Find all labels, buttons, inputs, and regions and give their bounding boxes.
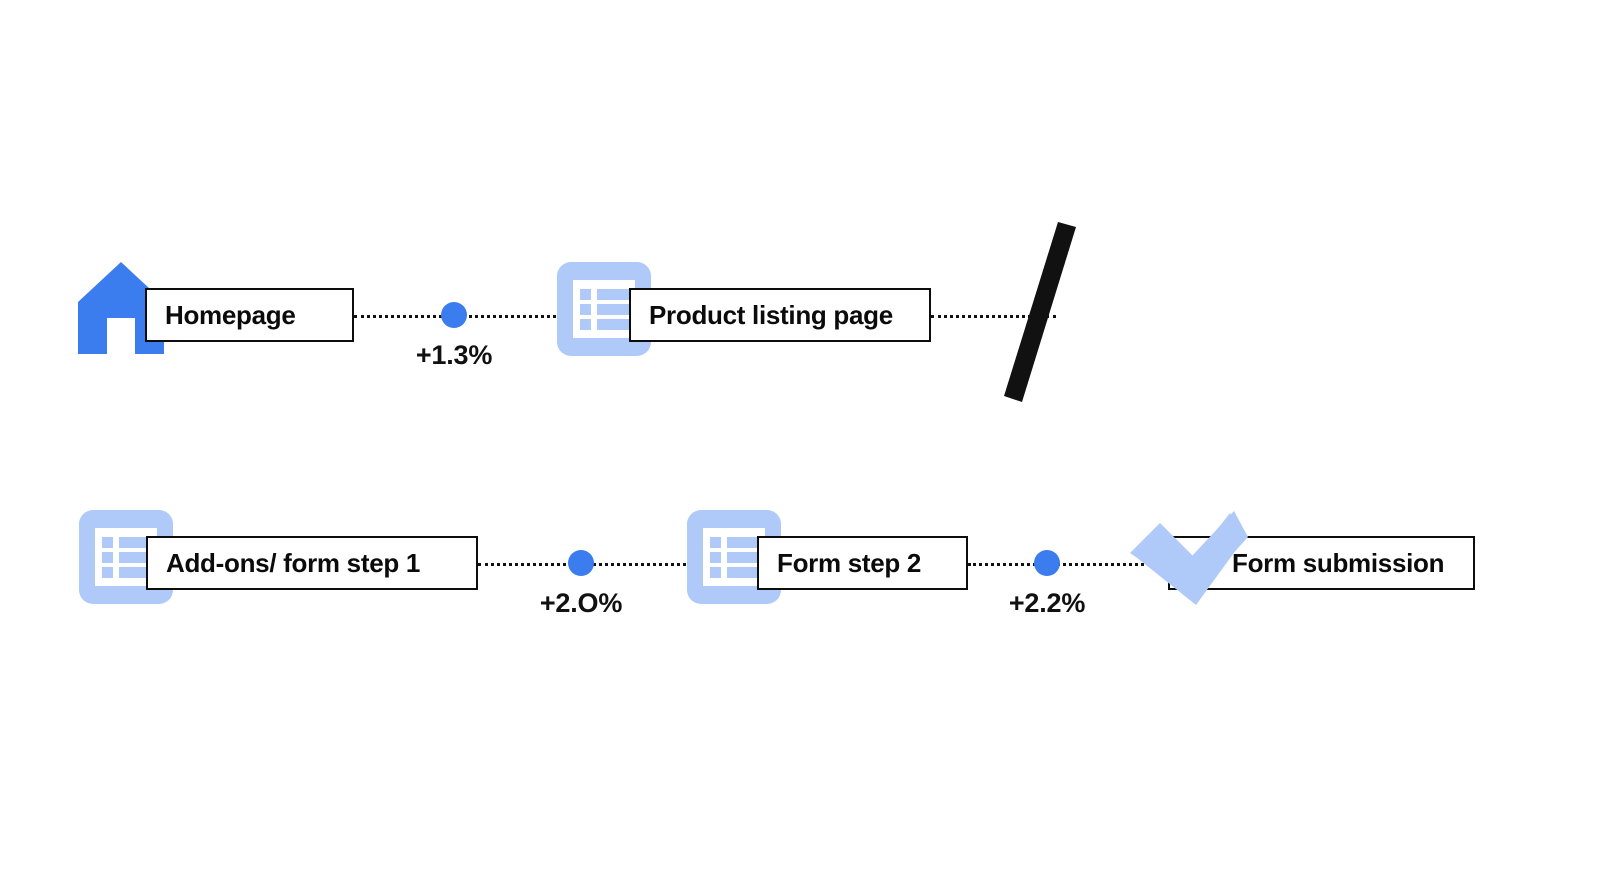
connector-line-addons-to-form-step-2 (478, 563, 728, 566)
step-label-add-ons-form-step-1: Add-ons/ form step 1 (166, 548, 421, 578)
step-box-product-listing[interactable]: Product listing page (629, 288, 931, 342)
step-box-form-step-2[interactable]: Form step 2 (757, 536, 968, 590)
step-label-product-listing: Product listing page (649, 300, 893, 330)
list-icon (557, 262, 651, 356)
uplift-label-3: +2.2% (1008, 588, 1086, 618)
step-label-form-step-2: Form step 2 (777, 548, 922, 578)
node-dot-uplift-2[interactable] (568, 550, 594, 576)
check-mark-icon (1126, 505, 1248, 621)
node-dot-uplift-3[interactable] (1034, 550, 1060, 576)
step-box-form-submission[interactable]: Form submission (1168, 536, 1475, 590)
step-label-form-submission: Form submission (1232, 548, 1445, 578)
node-dot-uplift-1[interactable] (441, 302, 467, 328)
house-icon (78, 262, 164, 354)
connector-line-form-step-2-to-submission (968, 563, 1168, 566)
step-box-add-ons-form-step-1[interactable]: Add-ons/ form step 1 (146, 536, 478, 590)
connector-line-homepage-to-product-listing (354, 315, 599, 318)
uplift-label-1: +1.3% (415, 340, 493, 370)
line-break-slash-icon (1000, 222, 1080, 402)
connector-line-product-listing-to-break (931, 315, 1056, 318)
uplift-label-2: +2.O% (539, 588, 623, 618)
step-label-homepage: Homepage (165, 300, 296, 330)
step-box-homepage[interactable]: Homepage (145, 288, 354, 342)
